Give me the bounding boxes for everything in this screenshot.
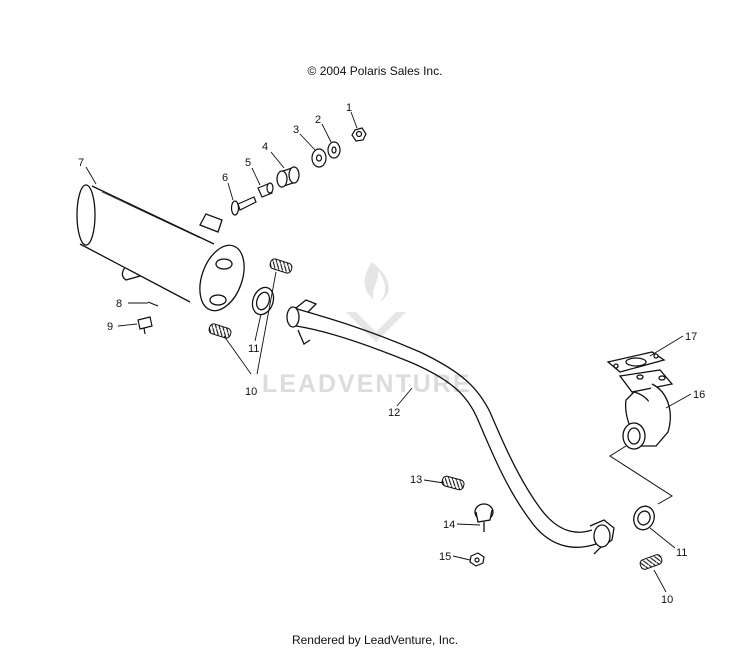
callout-17: 17 bbox=[685, 331, 697, 343]
callout-16: 16 bbox=[693, 389, 705, 401]
footer-text: Rendered by LeadVenture, Inc. bbox=[291, 633, 459, 647]
clip-8-part bbox=[147, 301, 159, 307]
callout-10-right: 10 bbox=[661, 594, 673, 606]
callout-13: 13 bbox=[410, 474, 422, 486]
gasket-17-part bbox=[606, 351, 666, 373]
callout-9: 9 bbox=[107, 321, 113, 333]
copyright-text: © 2004 Polaris Sales Inc. bbox=[307, 64, 443, 78]
callout-7: 7 bbox=[78, 157, 84, 169]
muffler-part bbox=[76, 184, 245, 312]
grommet-4-part bbox=[276, 166, 300, 188]
callout-3: 3 bbox=[293, 124, 299, 136]
callout-12: 12 bbox=[388, 407, 400, 419]
callout-11-right: 11 bbox=[676, 547, 687, 559]
alignment-line bbox=[609, 445, 673, 505]
washer-2-part bbox=[327, 141, 341, 159]
spring-10-right-part bbox=[639, 554, 663, 570]
gasket-11-right-part bbox=[633, 505, 655, 531]
callout-14: 14 bbox=[443, 519, 455, 531]
exhaust-elbow-part bbox=[618, 369, 674, 450]
spacer-5-part bbox=[257, 182, 274, 198]
spring-13-part bbox=[441, 475, 465, 491]
screw-9-part bbox=[137, 316, 153, 335]
callout-5: 5 bbox=[245, 157, 251, 169]
callout-11: 11 bbox=[248, 343, 259, 355]
callout-1: 1 bbox=[346, 102, 352, 114]
nut-1-part bbox=[351, 127, 367, 142]
screw-14-part bbox=[474, 503, 494, 532]
spring-10-lower-part bbox=[208, 323, 232, 339]
bolt-6-part bbox=[230, 196, 257, 216]
nut-15-part bbox=[469, 552, 485, 567]
callout-6: 6 bbox=[222, 172, 228, 184]
gasket-11-left-part bbox=[251, 286, 275, 316]
head-pipe-part bbox=[286, 299, 615, 555]
callout-4: 4 bbox=[262, 141, 268, 153]
callout-2: 2 bbox=[315, 114, 321, 126]
washer-3-part bbox=[311, 148, 327, 168]
callout-15: 15 bbox=[439, 551, 451, 563]
callout-labels: 1 2 3 4 5 6 7 8 9 10 11 12 13 14 15 16 1… bbox=[78, 102, 705, 606]
callout-8: 8 bbox=[116, 298, 122, 310]
leader-lines bbox=[85, 111, 692, 593]
watermark-text: LEADVENTURE bbox=[262, 370, 472, 398]
spring-10-upper-part bbox=[269, 258, 293, 274]
callout-10: 10 bbox=[245, 386, 257, 398]
